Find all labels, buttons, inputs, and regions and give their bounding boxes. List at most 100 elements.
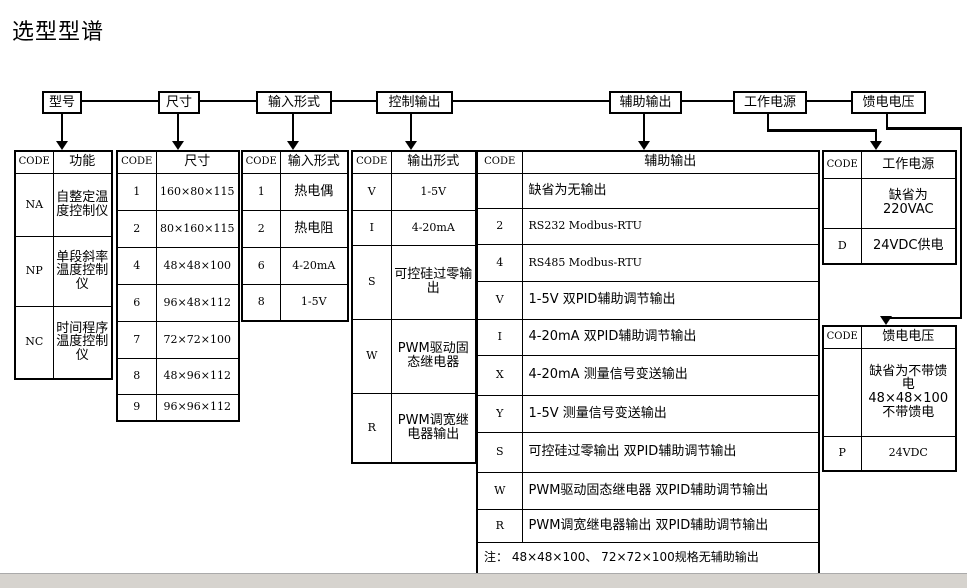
value-cell: 辅助输出 [521, 150, 820, 174]
code-cell: CODE [476, 150, 523, 174]
flow-box-feed-voltage: 馈电电压 [851, 91, 926, 114]
value-cell: 热电偶 [279, 172, 349, 211]
value-cell: RS485 Modbus-RTU [521, 243, 820, 282]
value-cell: 工作电源 [860, 150, 957, 179]
connector [643, 112, 645, 142]
code-cell: CODE [822, 150, 862, 179]
code-cell: I [476, 318, 523, 356]
page-title: 选型型谱 [12, 20, 105, 45]
value-cell: 4-20mA [279, 246, 349, 285]
code-cell: 7 [116, 320, 157, 359]
value-cell: 缺省为220VAC [860, 177, 957, 229]
arrow-down-icon [172, 141, 184, 150]
connector [885, 317, 962, 319]
value-cell: 48×96×112 [155, 357, 240, 395]
value-cell: 72×72×100 [155, 320, 240, 359]
code-cell [822, 177, 862, 229]
value-cell: 1-5V 双PID辅助调节输出 [521, 280, 820, 320]
code-cell: 2 [116, 209, 157, 248]
arrow-down-icon [405, 141, 417, 150]
code-cell: R [476, 508, 523, 543]
code-cell: 8 [241, 283, 281, 322]
note-row: 注： 48×48×100、 72×72×100规格无辅助输出 [476, 541, 820, 575]
code-cell: 4 [116, 246, 157, 285]
flow-box-input: 输入形式 [256, 91, 332, 114]
code-cell: CODE [14, 150, 54, 174]
flow-box-model: 型号 [42, 91, 82, 114]
arrow-down-icon [287, 141, 299, 150]
value-cell: 1-5V [390, 172, 477, 211]
arrow-down-icon [638, 141, 650, 150]
bottom-bar [0, 573, 967, 588]
connector [177, 112, 179, 142]
code-cell: CODE [241, 150, 281, 174]
arrow-down-icon [870, 141, 882, 150]
note-text: 注： 48×48×100、 72×72×100规格无辅助输出 [476, 541, 820, 575]
value-cell: PWM调宽继电器输出 双PID辅助调节输出 [521, 508, 820, 543]
value-cell: 输入形式 [279, 150, 349, 174]
value-cell: 4-20mA 双PID辅助调节输出 [521, 318, 820, 356]
value-cell: 功能 [52, 150, 113, 174]
code-cell: P [822, 435, 862, 472]
code-cell [822, 347, 862, 437]
code-cell: 2 [241, 209, 281, 248]
code-cell: Y [476, 394, 523, 433]
connector [767, 112, 769, 130]
value-cell: 缺省为不带馈电 48×48×100不带馈电 [860, 347, 957, 437]
code-cell: 2 [476, 207, 523, 245]
flow-line [80, 100, 852, 102]
value-cell: 24VDC [860, 435, 957, 472]
value-cell: 尺寸 [155, 150, 240, 174]
code-cell: NC [14, 305, 54, 380]
code-cell: 8 [116, 357, 157, 395]
code-cell: S [476, 431, 523, 473]
flow-box-power: 工作电源 [733, 91, 807, 114]
connector [292, 112, 294, 142]
value-cell: 单段斜率温度控制仪 [52, 235, 113, 307]
table-row: 缺省为不带馈电 48×48×100不带馈电 [822, 347, 957, 437]
code-cell: 1 [116, 172, 157, 211]
connector [960, 127, 962, 319]
code-cell: D [822, 227, 862, 265]
code-cell: CODE [116, 150, 157, 174]
value-cell: 缺省为无输出 [521, 172, 820, 209]
code-cell: 4 [476, 243, 523, 282]
value-cell: 1-5V [279, 283, 349, 322]
connector [61, 112, 63, 142]
value-cell: 时间程序温度控制仪 [52, 305, 113, 380]
code-cell: 6 [116, 283, 157, 322]
value-cell: 热电阻 [279, 209, 349, 248]
value-cell: 48×48×100 [155, 246, 240, 285]
